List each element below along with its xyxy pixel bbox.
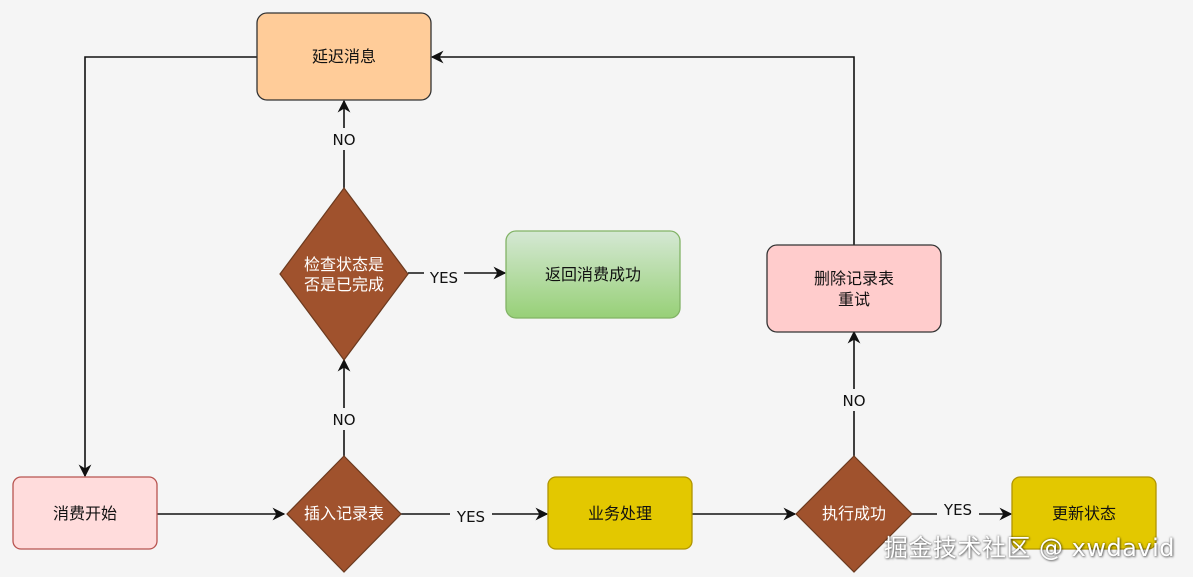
- label-insert-to-business: YES: [450, 506, 492, 528]
- node-execute-success[interactable]: 执行成功: [795, 455, 913, 573]
- label-yes-execute: YES: [943, 501, 972, 519]
- label-yes-insert: YES: [456, 508, 485, 526]
- node-business-process[interactable]: 业务处理: [547, 476, 693, 550]
- node-delete-record-retry[interactable]: 删除记录表 重试: [766, 244, 942, 333]
- label-check-to-delay: NO: [329, 128, 359, 150]
- node-check-status[interactable]: 检查状态是 否是已完成: [279, 186, 409, 362]
- node-delay-message-label: 延迟消息: [312, 47, 376, 66]
- edge-delay-to-start: [78, 56, 257, 478]
- node-delete-record-line1: 删除记录表: [814, 269, 894, 288]
- label-no-execute: NO: [842, 392, 865, 410]
- node-update-status[interactable]: 更新状态: [1011, 476, 1157, 550]
- node-delay-message[interactable]: 延迟消息: [256, 12, 432, 101]
- label-no-check: NO: [332, 131, 355, 149]
- node-update-status-label: 更新状态: [1052, 504, 1116, 523]
- label-no-insert: NO: [332, 411, 355, 429]
- node-execute-success-label: 执行成功: [822, 504, 886, 523]
- node-consume-start[interactable]: 消费开始: [12, 476, 158, 550]
- node-business-process-label: 业务处理: [588, 504, 652, 523]
- node-delete-record-line2: 重试: [838, 290, 870, 309]
- node-return-success-label: 返回消费成功: [545, 265, 641, 284]
- node-consume-start-label: 消费开始: [53, 504, 117, 523]
- edge-delete-to-delay: [430, 50, 855, 245]
- label-execute-to-update: YES: [937, 499, 979, 521]
- watermark: 掘金技术社区 @ xwdavid: [883, 534, 1175, 562]
- node-check-status-line1: 检查状态是: [304, 255, 384, 274]
- node-insert-record[interactable]: 插入记录表: [286, 455, 402, 573]
- node-check-status-line2: 否是已完成: [304, 275, 384, 294]
- label-execute-to-delete: NO: [839, 389, 869, 411]
- node-insert-record-label: 插入记录表: [304, 504, 384, 523]
- label-insert-to-check: NO: [329, 408, 359, 430]
- label-yes-check: YES: [429, 269, 458, 287]
- node-return-success[interactable]: 返回消费成功: [505, 230, 681, 319]
- label-check-to-return: YES: [424, 266, 464, 288]
